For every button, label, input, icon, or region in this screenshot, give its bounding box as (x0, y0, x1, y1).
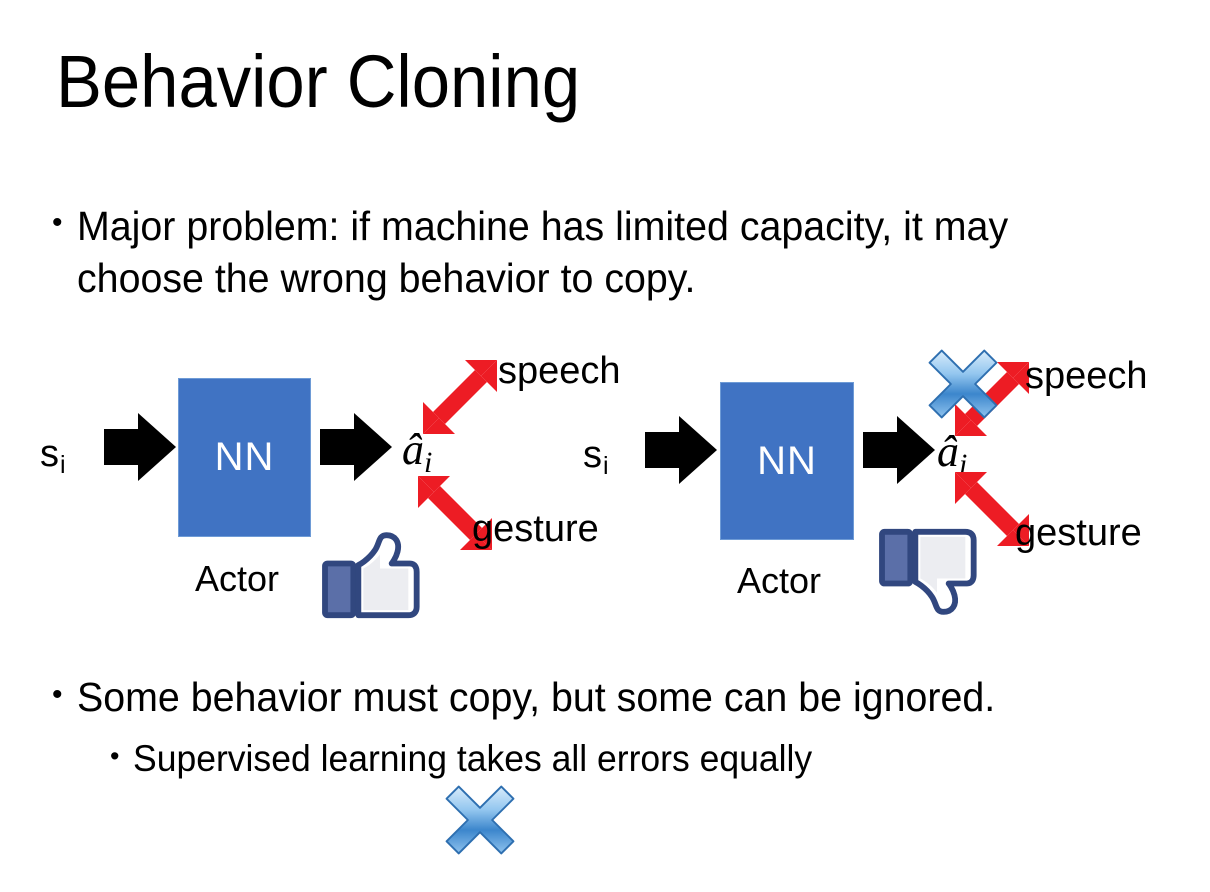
output-label-gesture-right: gesture (1015, 512, 1142, 554)
action-symbol: â (937, 427, 959, 476)
thumbs-down-icon (879, 528, 977, 615)
input-arrow-right-icon (645, 416, 717, 484)
state-subscript: i (60, 451, 66, 479)
page-title: Behavior Cloning (56, 40, 581, 123)
action-label-left: âi (402, 428, 432, 478)
cross-mark-gesture-icon (445, 785, 515, 855)
bullet-text-3: Supervised learning takes all errors equ… (133, 738, 813, 779)
action-subscript: i (424, 445, 433, 479)
bullet-marker-icon: • (52, 678, 63, 711)
gesture-arrow-left-icon (418, 476, 492, 550)
state-label-right: si (583, 436, 609, 479)
output-label-gesture-left: gesture (472, 508, 599, 550)
actor-caption-left: Actor (195, 558, 280, 599)
bullet-marker-icon: • (52, 206, 63, 239)
input-arrow-left-icon (104, 413, 176, 481)
nn-box-right: NN (720, 382, 854, 540)
nn-box-label: NN (214, 435, 275, 479)
actor-caption-right: Actor (737, 560, 822, 601)
nn-box-left: NN (178, 378, 311, 537)
bullet-item-2: • Some behavior must copy, but some can … (52, 672, 1162, 724)
state-symbol: s (40, 433, 59, 475)
thumbs-up-icon (322, 532, 420, 619)
state-subscript: i (603, 452, 609, 480)
output-arrow-left-icon (320, 413, 392, 481)
state-label-left: si (40, 435, 66, 478)
bullet-marker-icon: • (110, 741, 120, 771)
output-arrow-right-icon (863, 416, 935, 484)
bullet-item-1: • Major problem: if machine has limited … (52, 200, 1122, 305)
cross-mark-speech-icon (928, 349, 998, 419)
action-label-right: âi (937, 430, 967, 480)
diagram-left: si NN Actor âi (20, 330, 640, 855)
bullet-text-2: Some behavior must copy, but some can be… (76, 674, 995, 720)
nn-box-label: NN (757, 438, 817, 483)
output-label-speech-left: speech (498, 350, 621, 392)
bullet-item-3: • Supervised learning takes all errors e… (110, 736, 1160, 783)
bullet-text-1: Major problem: if machine has limited ca… (76, 203, 1008, 302)
action-subscript: i (959, 447, 968, 481)
action-symbol: â (402, 425, 424, 474)
gesture-arrow-right-icon (955, 472, 1029, 546)
state-symbol: s (583, 434, 602, 476)
speech-arrow-left-icon (423, 360, 497, 434)
diagram-right: si NN Actor âi (565, 330, 1195, 630)
output-label-speech-right: speech (1025, 355, 1148, 397)
